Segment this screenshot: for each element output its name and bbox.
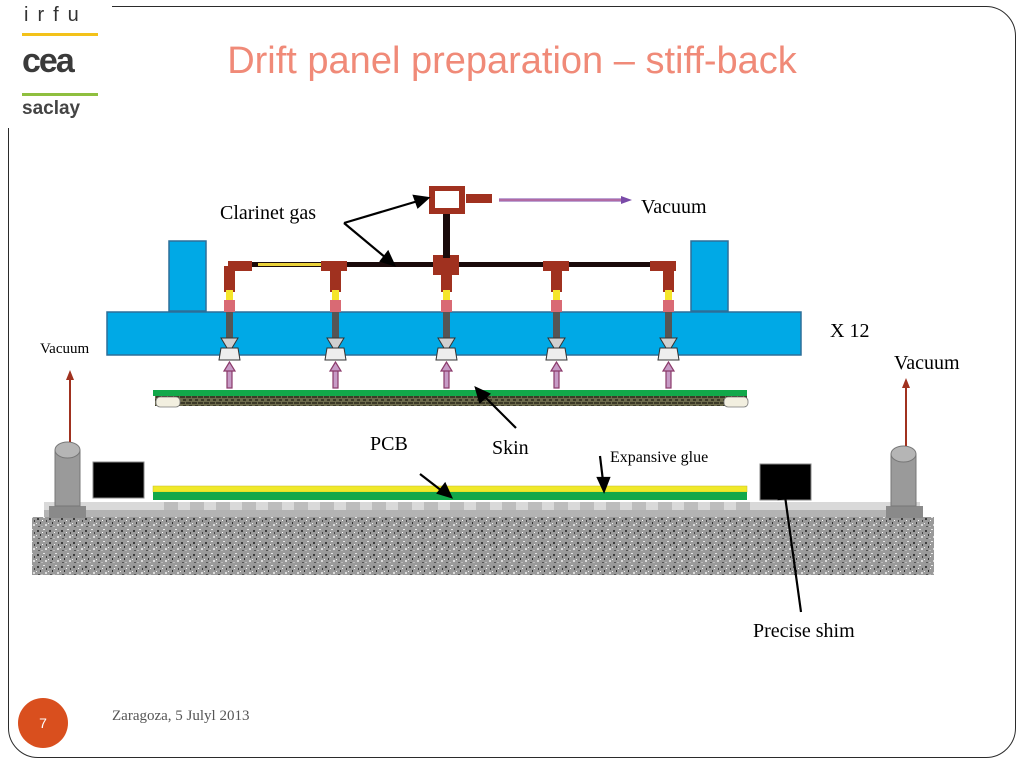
annotation-arrows [343, 194, 803, 613]
footer-text: Zaragoza, 5 Julyl 2013 [112, 708, 250, 724]
skin-label: Skin [492, 437, 529, 459]
slide-number-badge: 7 [18, 698, 68, 748]
slide-frame [8, 6, 1016, 758]
vacuum-right-label: Vacuum [894, 352, 960, 374]
expansive-glue-layer [152, 485, 748, 493]
precise-shim-label: Precise shim [753, 620, 855, 642]
vacuum-top-label: Vacuum [641, 196, 707, 218]
expansive-glue-label: Expansive glue [610, 449, 709, 466]
skin-end-left [155, 396, 181, 408]
vacuum-left-label: Vacuum [40, 341, 90, 357]
pcb-label: PCB [370, 433, 408, 455]
logo-saclay-text: saclay [22, 98, 81, 119]
x12-label: X 12 [830, 320, 870, 342]
vacuum-table-base [44, 510, 920, 517]
vacuum-cylinder-right [886, 378, 923, 518]
precise-shim-left [92, 461, 145, 499]
skin-end-right [723, 396, 749, 408]
skin-layer [153, 390, 747, 396]
table-vacuum-holes [164, 502, 750, 510]
logo-irfu-text: irfu [24, 4, 88, 26]
vacuum-cylinder-left [49, 370, 86, 518]
skin-honeycomb [155, 396, 747, 406]
suction-arrows [222, 360, 676, 389]
valve-box [429, 186, 632, 258]
stiffback-handle-left [168, 240, 207, 312]
logo-green-line [22, 93, 98, 96]
logo-yellow-line [22, 33, 98, 36]
vacuum-down-pipes [218, 266, 680, 361]
clarinet-gas-label: Clarinet gas [220, 202, 317, 224]
slide-title: Drift panel preparation – stiff-back [227, 40, 797, 82]
logo-cea-text: cea [22, 42, 75, 80]
granite-table [32, 517, 934, 575]
stiffback-handle-right [690, 240, 729, 312]
logo-background [0, 0, 112, 128]
